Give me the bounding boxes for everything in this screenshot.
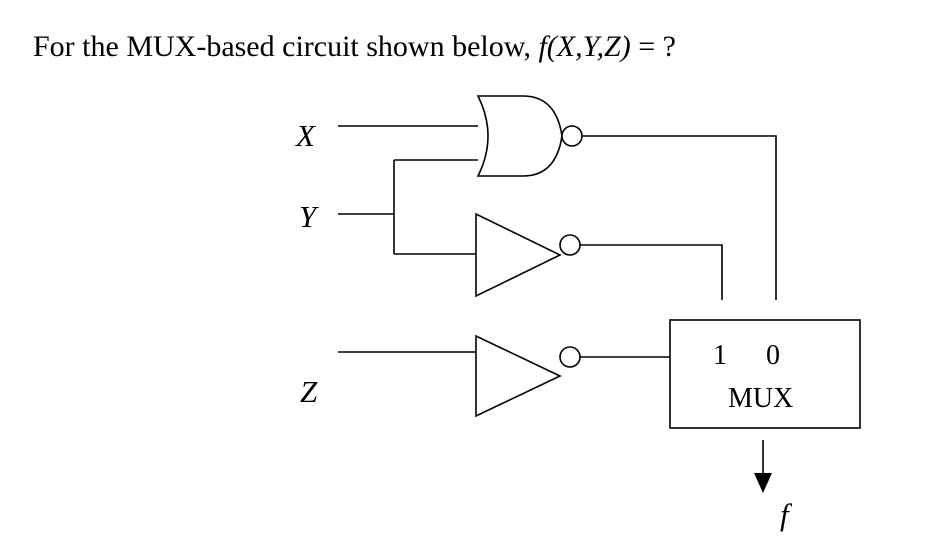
output-f-label: f	[780, 497, 793, 532]
mux-block	[669, 319, 861, 429]
input-z-label: Z	[300, 374, 318, 409]
mux-input-1-label: 1	[713, 340, 727, 371]
inverter-y	[475, 212, 562, 298]
input-x-label: X	[294, 118, 316, 153]
question-text: For the MUX-based circuit shown below, f…	[33, 32, 676, 62]
mux-input-0-label: 0	[766, 340, 780, 371]
input-y-label: Y	[299, 199, 319, 234]
nor-gate	[476, 95, 563, 177]
question-function: f(X,Y,Z)	[538, 30, 631, 63]
question-prefix: For the MUX-based circuit shown below,	[33, 30, 539, 63]
question-suffix: = ?	[630, 30, 676, 63]
wire-nor-to-mux-0	[582, 135, 777, 300]
output-arrowhead	[754, 473, 772, 493]
nor-gate-bubble	[561, 125, 583, 147]
inverter-z-bubble	[559, 346, 581, 368]
mux-name-label: MUX	[728, 383, 793, 414]
inverter-z	[475, 334, 562, 418]
wire-inverter-y-to-mux-1	[580, 244, 723, 300]
inverter-y-bubble	[559, 234, 581, 256]
